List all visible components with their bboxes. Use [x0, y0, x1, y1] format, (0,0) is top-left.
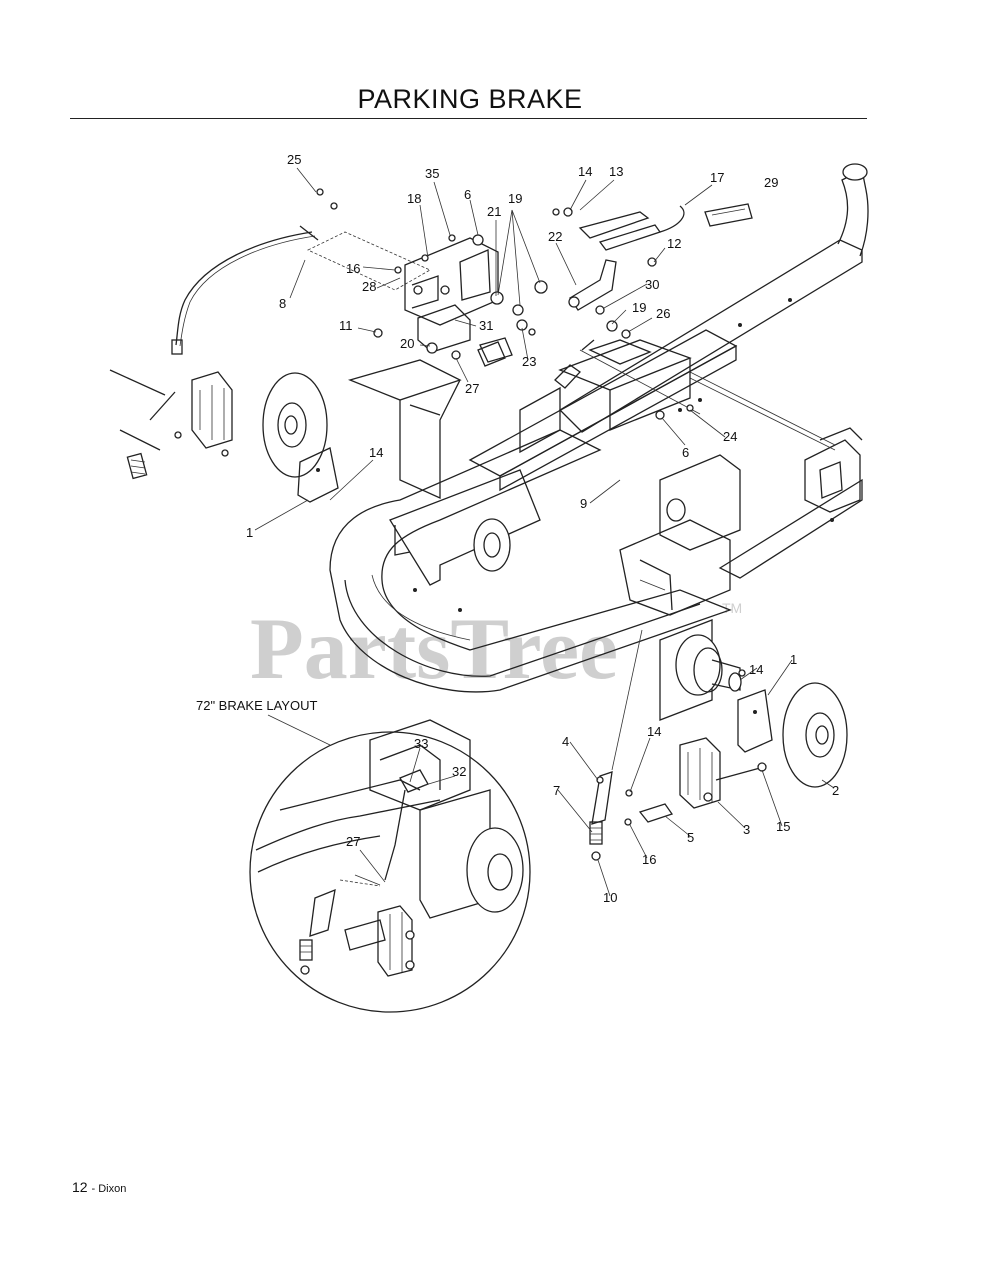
callout-25: 25 — [287, 152, 301, 167]
callout-1: 1 — [246, 525, 253, 540]
callout-4: 4 — [562, 734, 569, 749]
callout-2: 2 — [832, 783, 839, 798]
callout-35: 35 — [425, 166, 439, 181]
callout-6: 6 — [464, 187, 471, 202]
callout-14c: 14 — [749, 662, 763, 677]
callout-14d: 14 — [647, 724, 661, 739]
page-title: PARKING BRAKE — [357, 84, 583, 114]
page-footer: 12 - Dixon — [72, 1179, 126, 1195]
callout-18: 18 — [407, 191, 421, 206]
callout-32: 32 — [452, 764, 466, 779]
callout-30: 30 — [645, 277, 659, 292]
title-divider — [70, 118, 867, 119]
callout-28: 28 — [362, 279, 376, 294]
callout-14b: 14 — [369, 445, 383, 460]
callout-3: 3 — [743, 822, 750, 837]
callout-29: 29 — [764, 175, 778, 190]
footer-page-number: 12 — [72, 1179, 88, 1195]
inset-brake-layout — [249, 714, 531, 1013]
callout-19b: 19 — [632, 300, 646, 315]
callout-5: 5 — [687, 830, 694, 845]
callout-15: 15 — [776, 819, 790, 834]
leader-lines — [254, 167, 835, 897]
callout-21: 21 — [487, 204, 501, 219]
callout-1b: 1 — [790, 652, 797, 667]
brake-lever-mechanism — [307, 203, 753, 420]
callout-27b: 27 — [346, 834, 360, 849]
callout-7: 7 — [553, 783, 560, 798]
left-brake-assembly — [109, 369, 339, 503]
callout-23: 23 — [522, 354, 536, 369]
callout-16b: 16 — [642, 852, 656, 867]
callout-labels: 25 35 6 18 21 19 14 13 17 29 22 12 16 28… — [196, 152, 839, 905]
callout-33: 33 — [414, 736, 428, 751]
callout-8: 8 — [279, 296, 286, 311]
callout-6b: 6 — [682, 445, 689, 460]
inset-label: 72" BRAKE LAYOUT — [196, 698, 317, 713]
brake-cable — [171, 188, 338, 355]
callout-20: 20 — [400, 336, 414, 351]
callout-26: 26 — [656, 306, 670, 321]
callout-12: 12 — [667, 236, 681, 251]
mower-frame — [329, 163, 869, 693]
right-brake-assembly — [589, 619, 848, 861]
callout-9: 9 — [580, 496, 587, 511]
callout-24: 24 — [723, 429, 737, 444]
callout-16: 16 — [346, 261, 360, 276]
callout-14: 14 — [578, 164, 592, 179]
callout-11: 11 — [339, 318, 353, 333]
watermark-tm: TM — [722, 600, 742, 616]
callout-22: 22 — [548, 229, 562, 244]
watermark: PartsTree — [250, 601, 618, 698]
callout-10: 10 — [603, 890, 617, 905]
callout-27: 27 — [465, 381, 479, 396]
callout-19: 19 — [508, 191, 522, 206]
callout-13: 13 — [609, 164, 623, 179]
callout-17: 17 — [710, 170, 724, 185]
callout-31: 31 — [479, 318, 493, 333]
footer-brand: - Dixon — [91, 1183, 127, 1195]
